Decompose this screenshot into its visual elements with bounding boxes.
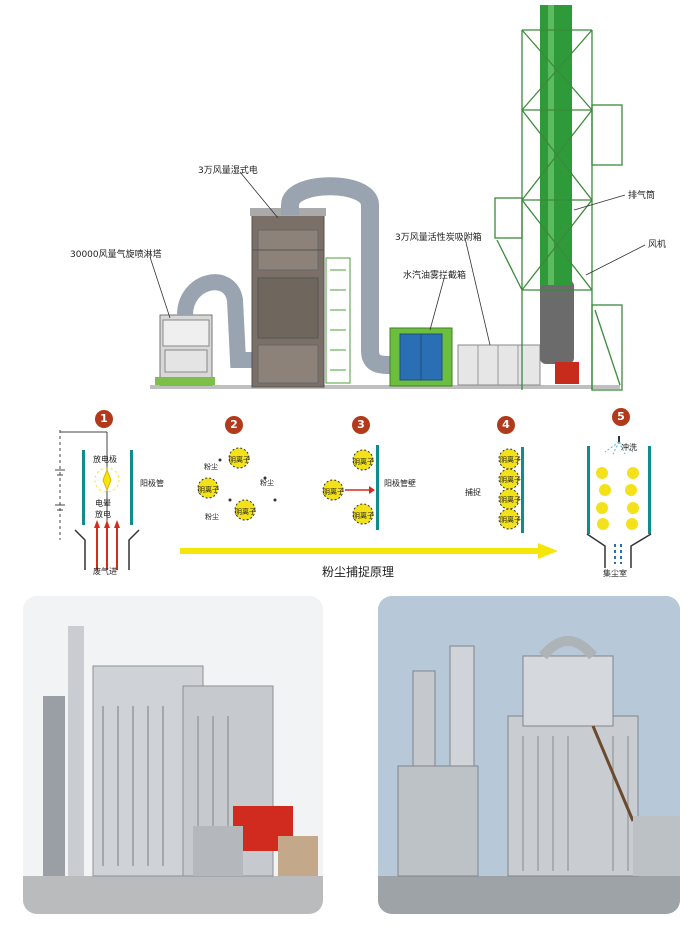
step4-label-ion-c: 阴离子 — [500, 496, 521, 504]
step2-label-ion-c: 阴离子 — [235, 508, 256, 516]
step2-label-ion-a: 阴离子 — [229, 456, 250, 464]
step4-label-ion-a: 阴离子 — [500, 456, 521, 464]
step5-label-flush: 冲洗 — [621, 443, 637, 452]
principle-title: 粉尘捕捉原理 — [322, 565, 395, 579]
step-number-5: 5 — [612, 408, 630, 426]
step-number-4: 4 — [497, 416, 515, 434]
step3-label-ion-c: 阴离子 — [353, 512, 374, 520]
photo-installation-left — [23, 596, 323, 914]
label-exhaust-stack: 排气筒 — [628, 191, 656, 201]
activated-carbon-box — [457, 344, 541, 386]
oil-mist-box — [389, 327, 453, 387]
step1-label-corona: 电晕 — [95, 499, 111, 508]
step5-label-dust-chamber: 集尘室 — [603, 569, 627, 578]
step3-label-anode-wall: 阳极管壁 — [384, 479, 416, 488]
step-number-1: 1 — [95, 410, 113, 428]
step4-label-ion-b: 阴离子 — [500, 476, 521, 484]
step2-label-dust-b: 粉尘 — [260, 479, 274, 487]
label-wet-esp: 3万风量湿式电 — [198, 166, 258, 176]
fan-unit — [540, 280, 579, 384]
step3-label-ion-a: 阴离子 — [353, 458, 374, 466]
step1-label-discharge-pole: 放电极 — [93, 455, 117, 464]
step1-label-anode-tube: 阳极管 — [140, 479, 164, 488]
label-oil-mist-box: 水汽油雾拦截箱 — [403, 271, 467, 281]
spray-tower — [155, 314, 215, 386]
esp-ladder — [325, 257, 351, 384]
step1-label-exhaust-in: 废气进 — [93, 567, 117, 576]
step4-label-ion-d: 阴离子 — [500, 516, 521, 524]
step3-label-ion-b: 阴离子 — [323, 488, 344, 496]
label-spray-tower: 30000风量气旋喷淋塔 — [70, 250, 162, 260]
step2-label-ion-b: 阴离子 — [198, 486, 219, 494]
step2-label-dust-a: 粉尘 — [204, 463, 218, 471]
step4-label-capture: 捕捉 — [465, 488, 481, 497]
step3-diagram — [322, 445, 379, 530]
step1-diagram — [55, 430, 140, 570]
step2-diagram — [197, 447, 277, 521]
wet-esp-unit — [250, 208, 326, 388]
photo-installation-right — [378, 596, 680, 914]
step1-label-discharge: 放电 — [95, 510, 111, 519]
step-number-2: 2 — [225, 416, 243, 434]
equipment-illustration — [149, 5, 646, 391]
callout-lines — [149, 171, 646, 346]
step-number-3: 3 — [352, 416, 370, 434]
duct-2 — [281, 177, 393, 374]
step4-diagram — [498, 447, 524, 533]
duct-1 — [177, 274, 255, 368]
step5-diagram — [586, 436, 652, 568]
stack-platforms — [494, 104, 623, 391]
process-arrow — [180, 543, 558, 559]
exhaust-stack — [540, 5, 572, 285]
ground-base — [150, 385, 620, 389]
label-fan: 风机 — [648, 240, 667, 250]
label-carbon-box: 3万风量活性炭吸附箱 — [395, 233, 482, 243]
step2-label-dust-c: 粉尘 — [205, 513, 219, 521]
